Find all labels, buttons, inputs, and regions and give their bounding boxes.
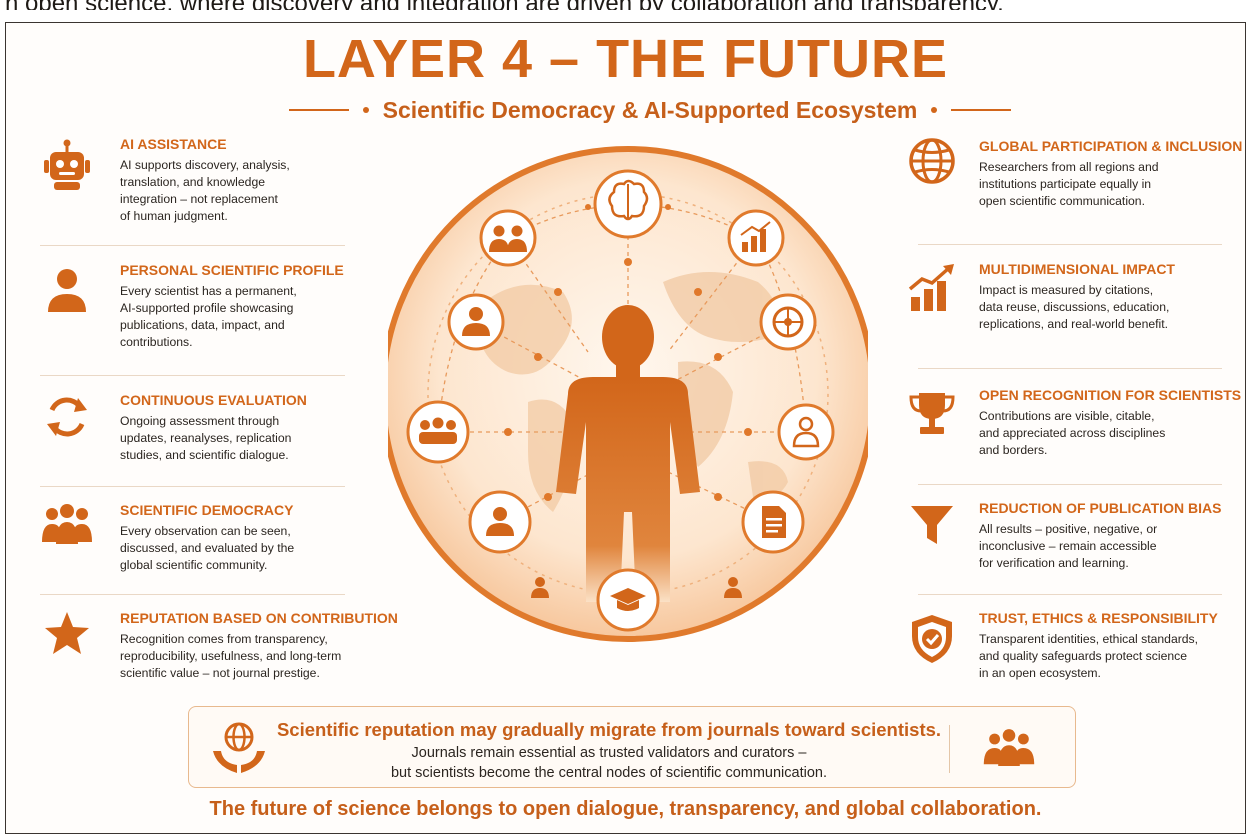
globe-icon [909, 138, 955, 184]
refresh-cycle-icon [47, 397, 87, 437]
left-divider-3 [40, 486, 345, 487]
orbit-brain-icon [593, 169, 663, 239]
right-divider-3 [918, 484, 1222, 485]
right-item-trust-ethics: TRUST, ETHICS & RESPONSIBILITY Transpare… [905, 610, 1245, 700]
shield-check-icon [912, 615, 952, 663]
robot-icon [44, 139, 90, 190]
item-title: SCIENTIFIC DEMOCRACY [120, 502, 294, 518]
item-title: OPEN RECOGNITION FOR SCIENTISTS [979, 387, 1242, 403]
item-title: REPUTATION BASED ON CONTRIBUTION [120, 610, 398, 626]
community-icon [42, 504, 92, 544]
page-subtitle: Scientific Democracy & AI-Supported Ecos… [382, 96, 918, 123]
item-title: TRUST, ETHICS & RESPONSIBILITY [979, 610, 1218, 626]
orbit-chart-icon [727, 209, 785, 267]
key-message-line-1: Journals remain essential as trusted val… [411, 745, 807, 761]
globe-hands-icon [213, 722, 265, 773]
person-icon [48, 269, 86, 312]
left-divider-4 [40, 594, 345, 595]
orbit-document-icon [741, 490, 805, 554]
footer-tagline: The future of science belongs to open di… [209, 798, 1042, 820]
star-icon [45, 612, 89, 654]
item-description: Transparent identities, ethical standard… [979, 632, 1199, 680]
orbit-graduation-cap-icon [596, 568, 660, 632]
subtitle-row: Scientific Democracy & AI-Supported Ecos… [255, 95, 1045, 125]
subtitle-dot-right [931, 107, 938, 113]
item-description: Every observation can be seen,discussed,… [120, 524, 295, 572]
item-description: Contributions are visible, citable,and a… [979, 409, 1166, 457]
central-person-silhouette [556, 305, 700, 602]
central-globe-illustration [388, 146, 868, 642]
orbit-network-hub-icon [759, 293, 817, 351]
people-group-icon [983, 729, 1035, 766]
item-description: Impact is measured by citations,data reu… [979, 283, 1170, 331]
right-divider-2 [918, 368, 1222, 369]
subtitle-rule-left [288, 109, 349, 111]
item-title: CONTINUOUS EVALUATION [120, 392, 307, 408]
right-item-multidimensional-impact: MULTIDIMENSIONAL IMPACT Impact is measur… [905, 261, 1235, 361]
cut-off-heading: n open science, where discovery and inte… [0, 0, 1251, 10]
right-item-open-recognition: OPEN RECOGNITION FOR SCIENTISTS Contribu… [905, 387, 1245, 477]
left-item-reputation: REPUTATION BASED ON CONTRIBUTION Recogni… [40, 610, 398, 700]
item-description: AI supports discovery, analysis,translat… [120, 158, 290, 223]
key-message-separator [949, 725, 950, 773]
item-title: AI ASSISTANCE [120, 136, 227, 152]
item-title: MULTIDIMENSIONAL IMPACT [979, 261, 1175, 277]
item-description: Every scientist has a permanent,AI-suppo… [120, 284, 297, 349]
left-item-ai-assistance: AI ASSISTANCE AI supports discovery, ana… [40, 136, 360, 244]
orbit-researcher-icon [777, 403, 835, 461]
item-title: REDUCTION OF PUBLICATION BIAS [979, 500, 1222, 516]
orbit-scientist-icon [447, 293, 505, 351]
left-divider-2 [40, 375, 345, 376]
orbit-small-person-right [724, 577, 742, 598]
right-divider-1 [918, 244, 1222, 245]
key-message-line-2: but scientists become the central nodes … [390, 765, 828, 781]
right-item-publication-bias: REDUCTION OF PUBLICATION BIAS All result… [905, 500, 1235, 590]
right-item-global-participation: GLOBAL PARTICIPATION & INCLUSION Researc… [905, 138, 1242, 238]
subtitle-rule-right [951, 109, 1012, 111]
trophy-icon [909, 393, 955, 434]
page-title: LAYER 4 – THE FUTURE [302, 29, 949, 89]
key-message-headline: Scientific reputation may gradually migr… [276, 719, 942, 740]
left-item-continuous-evaluation: CONTINUOUS EVALUATION Ongoing assessment… [40, 392, 360, 482]
orbit-small-person-left [531, 577, 549, 598]
key-message-box: Scientific reputation may gradually migr… [188, 706, 1076, 788]
item-description: Recognition comes from transparency,repr… [120, 632, 342, 680]
item-title: GLOBAL PARTICIPATION & INCLUSION [979, 138, 1243, 154]
subtitle-dot-left [362, 107, 369, 113]
left-item-scientific-democracy: SCIENTIFIC DEMOCRACY Every observation c… [40, 502, 360, 592]
network-nodes [504, 204, 752, 501]
orbit-group-icon [406, 400, 470, 464]
item-title: PERSONAL SCIENTIFIC PROFILE [120, 262, 344, 278]
right-divider-4 [918, 594, 1222, 595]
bar-growth-icon [908, 264, 954, 311]
left-divider-1 [40, 245, 345, 246]
orbit-team-icon [479, 209, 537, 267]
funnel-icon [911, 506, 953, 544]
left-item-personal-profile: PERSONAL SCIENTIFIC PROFILE Every scient… [40, 262, 360, 362]
orbit-user-icon [468, 490, 532, 554]
